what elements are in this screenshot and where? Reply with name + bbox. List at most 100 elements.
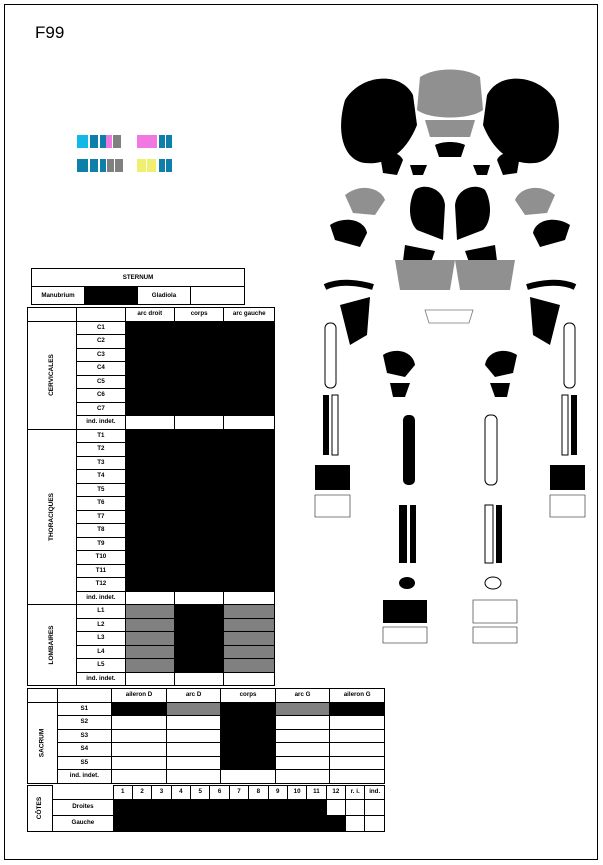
right-humerus[interactable] (564, 323, 575, 388)
sternal-region[interactable] (455, 260, 515, 290)
sacrum-cell-arc-D[interactable] (166, 716, 220, 730)
left-ischium[interactable] (390, 383, 410, 397)
vertebra-cell-arc-gauche[interactable] (224, 632, 275, 646)
sacrum-cell-aileron-G[interactable] (330, 770, 385, 784)
right-zygomatic[interactable] (473, 165, 490, 175)
sacrum-cell-aileron-D[interactable] (112, 756, 167, 770)
vertebra-cell-arc-gauche[interactable] (224, 443, 275, 457)
vertebra-cell-arc-gauche[interactable] (224, 537, 275, 551)
vertebra-cell-arc-gauche[interactable] (224, 524, 275, 538)
vertebra-cell-arc-droit[interactable] (125, 321, 174, 335)
vertebra-cell-corps[interactable] (174, 537, 224, 551)
sacrum-cell-corps[interactable] (221, 770, 276, 784)
left-mandible-body[interactable] (330, 220, 367, 247)
right-ilium[interactable] (485, 351, 517, 377)
vertebra-cell-corps[interactable] (174, 456, 224, 470)
vertebra-cell-arc-gauche[interactable] (224, 510, 275, 524)
vertebra-cell-arc-gauche[interactable] (224, 591, 275, 605)
rib-cell[interactable] (307, 799, 326, 815)
left-maxilla[interactable] (410, 187, 445, 240)
vertebra-cell-corps[interactable] (174, 389, 224, 403)
vertebra-cell-arc-droit[interactable] (125, 416, 174, 430)
sacrum-cell-aileron-G[interactable] (330, 729, 385, 743)
right-maxilla[interactable] (455, 187, 490, 240)
rib-cell[interactable] (171, 815, 190, 831)
vertebra-cell-arc-droit[interactable] (125, 402, 174, 416)
left-fibula[interactable] (410, 505, 416, 563)
right-phalanges[interactable] (550, 495, 585, 517)
vertebra-cell-corps[interactable] (174, 348, 224, 362)
vertebra-cell-corps[interactable] (174, 578, 224, 592)
right-clavicle[interactable] (527, 283, 575, 287)
vertebra-cell-arc-droit[interactable] (125, 389, 174, 403)
sacrum-cell-arc-G[interactable] (275, 770, 329, 784)
right-radius[interactable] (562, 395, 568, 455)
sacrum-cell-corps[interactable] (221, 702, 276, 716)
left-hand[interactable] (315, 465, 350, 490)
vertebra-cell-arc-gauche[interactable] (224, 402, 275, 416)
hyoid-region[interactable] (395, 260, 455, 290)
rib-cell[interactable] (132, 815, 151, 831)
vertebra-cell-arc-gauche[interactable] (224, 672, 275, 686)
left-talus[interactable] (399, 577, 415, 589)
rib-cell[interactable] (210, 799, 229, 815)
vertebra-cell-corps[interactable] (174, 375, 224, 389)
occipital-bone[interactable] (425, 120, 475, 137)
right-parietal-bone[interactable] (483, 79, 559, 164)
sacrum-cell-aileron-D[interactable] (112, 702, 167, 716)
vertebra-cell-corps[interactable] (174, 429, 224, 443)
rib-cell[interactable] (346, 799, 365, 815)
vertebra-cell-arc-gauche[interactable] (224, 375, 275, 389)
vertebra-cell-corps[interactable] (174, 551, 224, 565)
frontal-bone[interactable] (417, 70, 483, 118)
vertebra-cell-arc-gauche[interactable] (224, 470, 275, 484)
rib-cell[interactable] (210, 815, 229, 831)
vertebra-cell-corps[interactable] (174, 497, 224, 511)
rib-cell[interactable] (346, 815, 365, 831)
vertebra-cell-corps[interactable] (174, 632, 224, 646)
sacrum-cell-arc-D[interactable] (166, 756, 220, 770)
rib-cell[interactable] (365, 815, 385, 831)
rib-cell[interactable] (152, 815, 171, 831)
vertebra-cell-arc-gauche[interactable] (224, 483, 275, 497)
rib-cell[interactable] (268, 799, 287, 815)
vertebra-cell-arc-gauche[interactable] (224, 564, 275, 578)
rib-cell[interactable] (191, 799, 210, 815)
vertebra-cell-arc-droit[interactable] (125, 335, 174, 349)
vertebra-cell-corps[interactable] (174, 402, 224, 416)
sacrum-cell-corps[interactable] (221, 743, 276, 757)
vertebra-cell-arc-droit[interactable] (125, 470, 174, 484)
right-hand[interactable] (550, 465, 585, 490)
vertebra-cell-arc-gauche[interactable] (224, 645, 275, 659)
vertebra-cell-corps[interactable] (174, 335, 224, 349)
vertebra-cell-arc-droit[interactable] (125, 537, 174, 551)
sacrum-cell-arc-D[interactable] (166, 729, 220, 743)
rib-cell[interactable] (249, 815, 268, 831)
vertebra-cell-corps[interactable] (174, 483, 224, 497)
rib-cell[interactable] (229, 815, 248, 831)
left-tibia[interactable] (399, 505, 407, 563)
left-toes[interactable] (383, 627, 427, 643)
vertebra-cell-corps[interactable] (174, 470, 224, 484)
sacrum-cell-corps[interactable] (221, 756, 276, 770)
vertebra-cell-arc-gauche[interactable] (224, 429, 275, 443)
vertebra-cell-arc-droit[interactable] (125, 429, 174, 443)
left-zygomatic[interactable] (410, 165, 427, 175)
sacrum-cell-arc-D[interactable] (166, 702, 220, 716)
vertebra-cell-arc-gauche[interactable] (224, 456, 275, 470)
vertebra-cell-arc-droit[interactable] (125, 497, 174, 511)
rib-cell[interactable] (113, 799, 132, 815)
vertebra-cell-corps[interactable] (174, 645, 224, 659)
vertebra-cell-arc-gauche[interactable] (224, 497, 275, 511)
rib-cell[interactable] (152, 799, 171, 815)
vertebra-cell-corps[interactable] (174, 443, 224, 457)
tooth-row[interactable] (425, 310, 473, 323)
left-radius[interactable] (323, 395, 329, 455)
vertebra-cell-arc-droit[interactable] (125, 375, 174, 389)
vertebra-cell-arc-gauche[interactable] (224, 348, 275, 362)
left-parietal-bone[interactable] (341, 79, 417, 164)
right-fibula[interactable] (496, 505, 502, 563)
vertebra-cell-arc-gauche[interactable] (224, 551, 275, 565)
sacrum-cell-aileron-G[interactable] (330, 716, 385, 730)
vertebra-cell-arc-droit[interactable] (125, 443, 174, 457)
